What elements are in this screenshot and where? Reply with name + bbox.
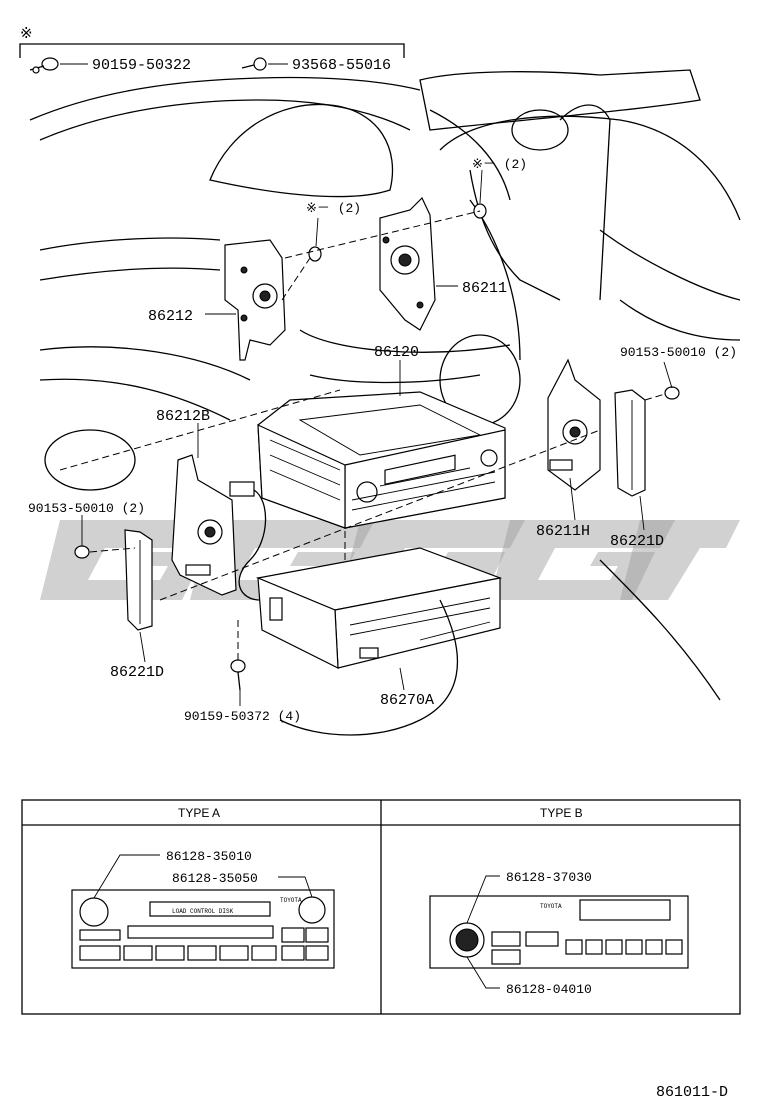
dashboard-outline bbox=[29, 69, 741, 701]
legend-box: ※ 90159-50322 93568-55016 bbox=[19, 26, 405, 74]
type-a-part-2: 86128-35050 bbox=[172, 871, 258, 886]
note-left: ※－ (2) bbox=[306, 201, 361, 216]
type-a-panel: LOAD CONTROL DISK TOYOTA bbox=[71, 889, 335, 969]
label-86270A: 86270A bbox=[380, 692, 434, 709]
clip-screw-icon bbox=[241, 57, 267, 71]
note-right: ※－ (2) bbox=[472, 157, 527, 172]
type-b-part-1: 86128-37030 bbox=[506, 870, 592, 885]
bracket-86212 bbox=[224, 239, 286, 361]
diagram-code: 861011-D bbox=[656, 1084, 728, 1101]
cd-changer-86270A bbox=[255, 547, 503, 669]
bracket-86211H bbox=[547, 358, 601, 491]
screw-bottom bbox=[230, 659, 246, 691]
label-86221D-right: 86221D bbox=[610, 533, 664, 550]
legend-part-2: 93568-55016 bbox=[292, 57, 391, 74]
type-a-part-1: 86128-35010 bbox=[166, 849, 252, 864]
bracket-86211 bbox=[379, 196, 436, 331]
label-86211H: 86211H bbox=[536, 523, 590, 540]
header-type-b: TYPE B bbox=[540, 806, 583, 820]
type-a-brand: TOYOTA bbox=[280, 897, 302, 904]
type-a-display-text: LOAD CONTROL DISK bbox=[172, 908, 234, 915]
type-b-brand: TOYOTA bbox=[540, 903, 562, 910]
bracket-86212B bbox=[171, 454, 237, 596]
type-b-part-2: 86128-04010 bbox=[506, 982, 592, 997]
note-symbol: ※ bbox=[20, 26, 33, 43]
type-b-panel: TOYOTA bbox=[429, 895, 689, 969]
screw-icon bbox=[29, 57, 59, 74]
label-90159-50372: 90159-50372 (4) bbox=[184, 709, 301, 724]
legend-part-1: 90159-50322 bbox=[92, 57, 191, 74]
side-plate-86221D-left bbox=[124, 529, 153, 631]
label-86211: 86211 bbox=[462, 280, 507, 297]
label-90153-50010-left: 90153-50010 (2) bbox=[28, 501, 145, 516]
label-90153-50010-right: 90153-50010 (2) bbox=[620, 345, 737, 360]
header-type-a: TYPE A bbox=[178, 806, 220, 820]
leader-lines bbox=[81, 169, 673, 706]
side-plate-86221D-right bbox=[614, 389, 646, 497]
label-86120: 86120 bbox=[374, 344, 419, 361]
screw-right bbox=[664, 386, 680, 400]
connector bbox=[229, 481, 267, 601]
label-86212: 86212 bbox=[148, 308, 193, 325]
label-86212B: 86212B bbox=[156, 408, 210, 425]
radio-unit-86120 bbox=[257, 391, 506, 529]
label-86221D-left: 86221D bbox=[110, 664, 164, 681]
type-table: TYPE A TYPE B LOAD CONTROL DISK TOYOTA 8… bbox=[21, 799, 741, 1015]
screw-left bbox=[74, 545, 90, 559]
